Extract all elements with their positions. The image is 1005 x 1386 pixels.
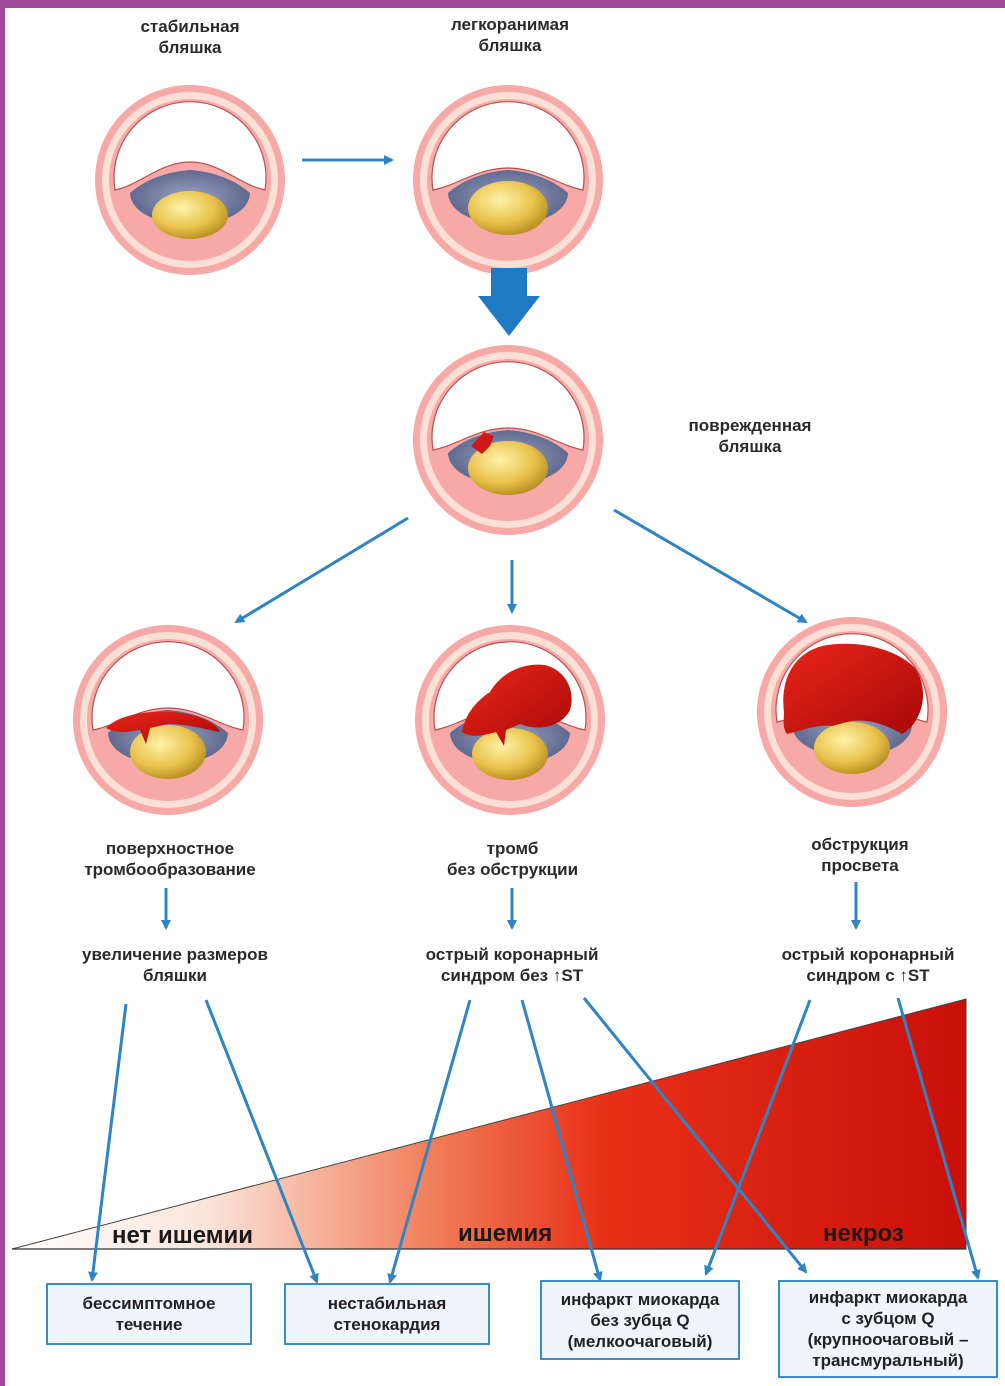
result-unstable-angina: нестабильная стенокардия [284,1283,490,1345]
zone-no-ischemia: нет ишемии [112,1222,253,1250]
ischemia-gradient-wedge [12,999,966,1249]
label-damaged-plaque: поврежденная бляшка [650,415,850,457]
label-lumen-obstruction: обструкция просвета [770,834,950,876]
vessel-thrombus-no-obstruction [415,625,605,815]
label-stable-plaque: стабильная бляшка [110,16,270,58]
arrow-to-surface-thrombus [236,518,408,622]
result-mi-without-q: инфаркт миокарда без зубца Q (мелкоочаго… [540,1280,740,1360]
zone-necrosis: некроз [823,1220,904,1248]
vessel-vulnerable [413,85,603,275]
zone-ischemia: ишемия [458,1220,552,1248]
result-asymptomatic: бессимптомное течение [46,1283,252,1345]
vessel-stable [95,85,285,275]
vessel-lumen-obstruction [757,617,947,807]
label-vulnerable-plaque: легкоранимая бляшка [420,14,600,56]
big-down-arrow-icon [478,268,540,336]
label-acs-with-st: острый коронарный синдром с ↑ST [748,944,988,986]
vessel-damaged [413,345,603,535]
label-plaque-growth: увеличение размеров бляшки [30,944,320,986]
result-mi-with-q: инфаркт миокарда с зубцом Q (крупноочаго… [778,1280,998,1378]
label-acs-without-st: острый коронарный синдром без ↑ST [392,944,632,986]
vessel-surface-thrombus [73,625,263,815]
label-surface-thrombosis: поверхностное тромбообразование [40,838,300,880]
label-thrombus-no-obstruction: тромб без обструкции [410,838,615,880]
arrow-to-obstruction [614,510,806,622]
